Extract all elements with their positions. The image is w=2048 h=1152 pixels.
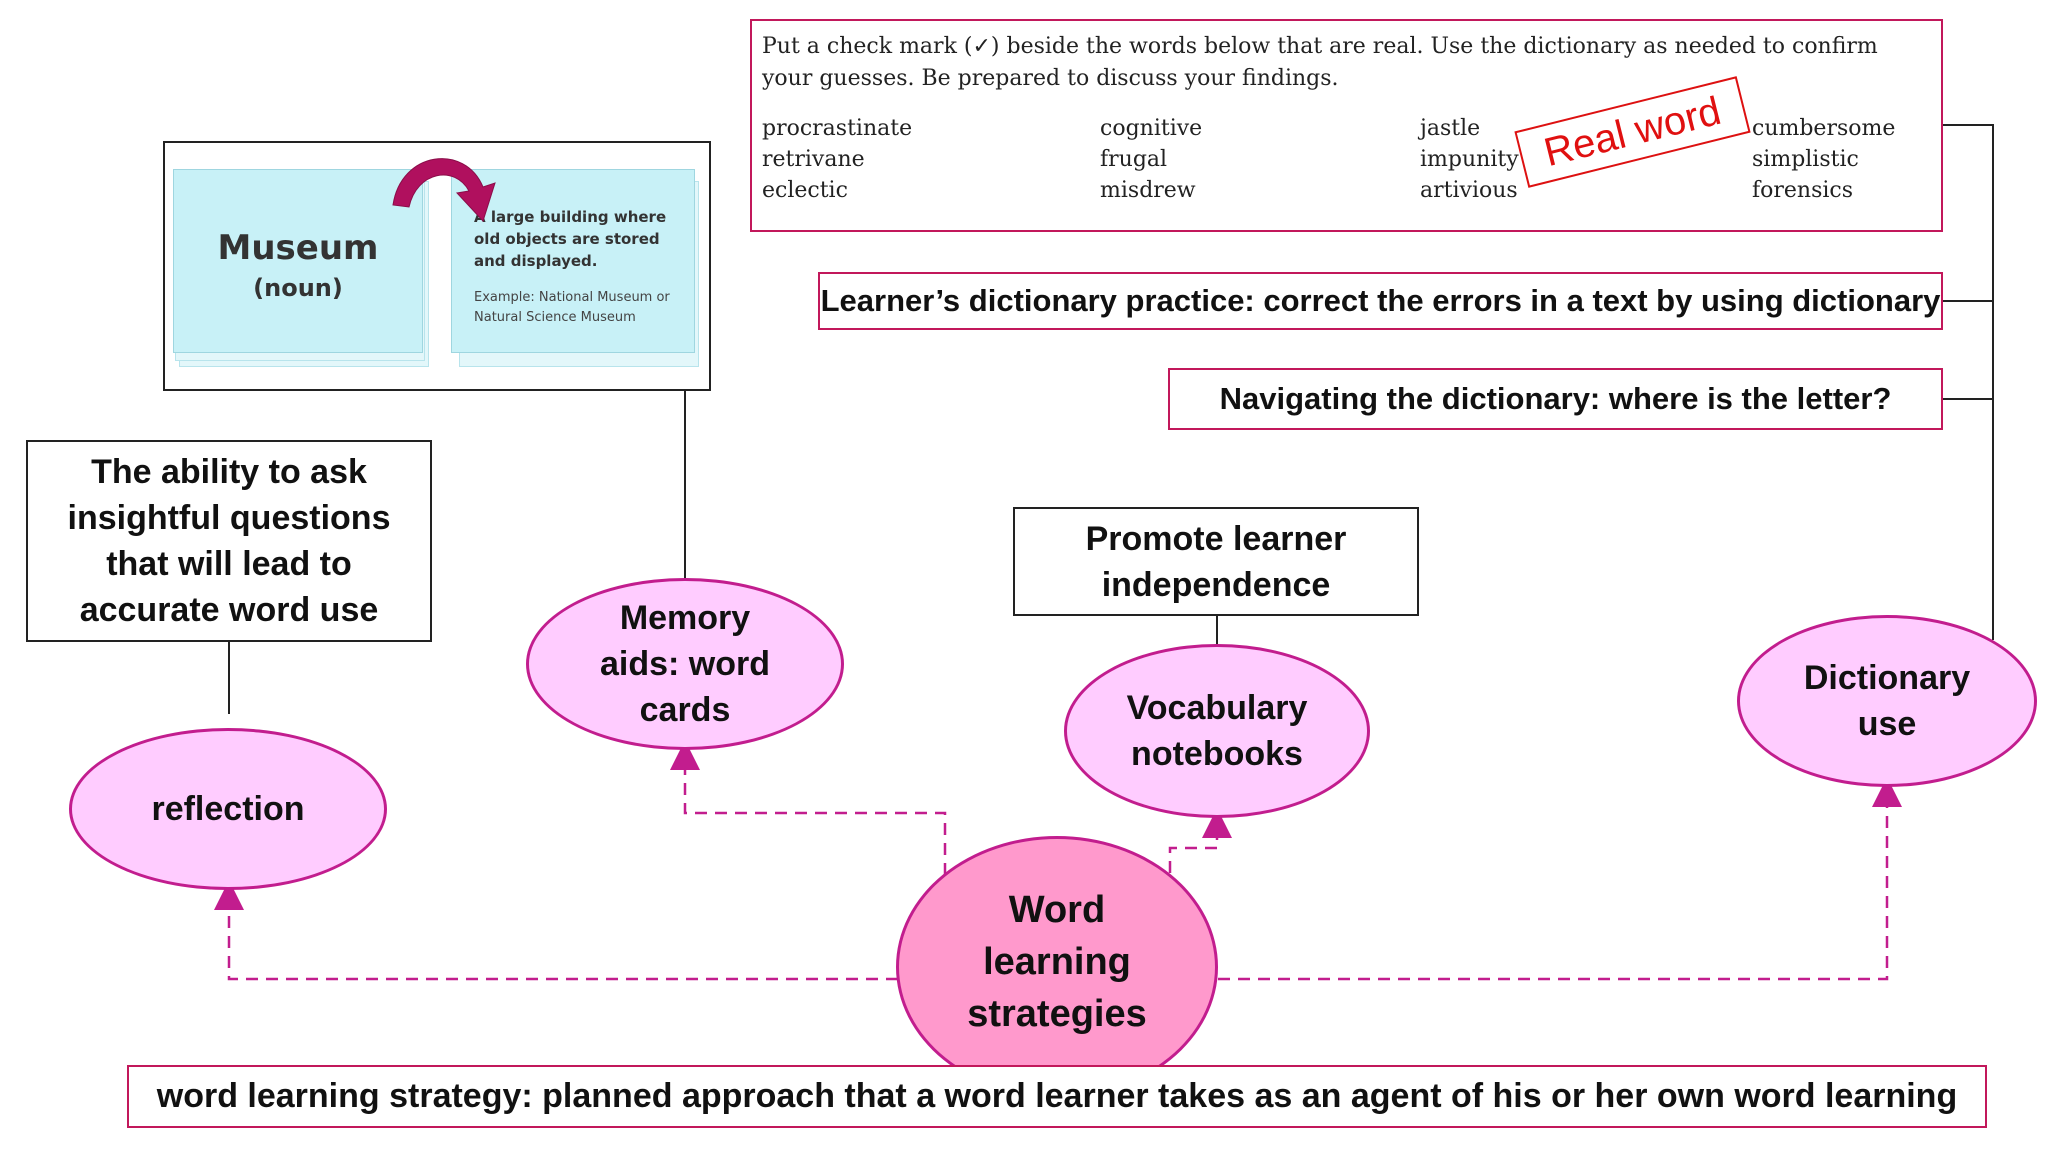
card-part-of-speech: (noun) xyxy=(253,274,343,302)
strategy-label: reflection xyxy=(151,790,305,828)
strategy-label-line: use xyxy=(1857,705,1917,743)
exercise-word: cumbersome xyxy=(1752,116,1896,141)
flip-arrow-icon xyxy=(392,158,496,222)
reflection-note-line: The ability to ask xyxy=(91,453,367,491)
card-definition: A large building where old objects are s… xyxy=(474,208,667,270)
exercise-instruction: Put a check mark (✓) beside the words be… xyxy=(762,34,1878,91)
center-label-line: strategies xyxy=(967,993,1147,1035)
center-label-line: Word xyxy=(1008,889,1106,931)
exercise-word: artivious xyxy=(1420,178,1518,203)
real-word-exercise: Put a check mark (✓) beside the words be… xyxy=(750,19,1943,232)
strategy-label-line: Vocabulary xyxy=(1126,689,1308,727)
word-column-4: cumbersome simplistic forensics xyxy=(1752,113,1895,206)
word-column-1: procrastinate retrivane eclectic xyxy=(762,113,912,206)
word-card-front: Museum (noun) xyxy=(173,169,423,353)
arrow-to-notebooks xyxy=(1168,808,1232,873)
strategy-label-line: notebooks xyxy=(1131,735,1303,773)
arrow-to-memory-aids xyxy=(670,740,947,875)
exercise-word: impunity xyxy=(1420,147,1519,172)
card-example: Example: National Museum or Natural Scie… xyxy=(474,290,670,325)
notebooks-note-line: Promote learner xyxy=(1085,519,1347,558)
arrow-to-dictionary xyxy=(1218,777,1902,981)
strategy-label-line: Memory xyxy=(619,599,751,637)
notebooks-note: Promote learner independence xyxy=(1013,507,1419,616)
center-word-learning-strategies: Word learning strategies xyxy=(896,836,1218,1098)
exercise-word: retrivane xyxy=(762,147,865,172)
definition-footer: word learning strategy: planned approach… xyxy=(127,1065,1987,1128)
reflection-note-line: insightful questions xyxy=(67,499,391,537)
exercise-word: cognitive xyxy=(1100,116,1203,141)
navigating-dictionary-note: Navigating the dictionary: where is the … xyxy=(1168,368,1943,430)
strategy-label-line: Dictionary xyxy=(1803,659,1971,697)
reflection-note: The ability to ask insightful questions … xyxy=(26,440,432,642)
reflection-note-line: that will lead to xyxy=(106,545,352,583)
card-word: Museum xyxy=(217,228,379,268)
arrow-to-reflection xyxy=(214,880,898,981)
exercise-word: jastle xyxy=(1420,116,1481,141)
center-label-line: learning xyxy=(983,941,1131,983)
strategy-label-line: aids: word xyxy=(599,645,771,683)
exercise-word: forensics xyxy=(1752,178,1854,203)
dictionary-practice-note: Learner’s dictionary practice: correct t… xyxy=(818,272,1943,330)
strategy-reflection: reflection xyxy=(69,728,387,890)
exercise-word: frugal xyxy=(1100,147,1168,172)
word-column-3: jastle impunity artivious xyxy=(1420,113,1519,206)
word-card-back: A large building where old objects are s… xyxy=(451,169,695,353)
reflection-note-line: accurate word use xyxy=(79,591,379,629)
exercise-word: simplistic xyxy=(1752,147,1859,172)
connector-dictionary-bracket xyxy=(1943,124,1994,640)
notebooks-note-line: independence xyxy=(1101,565,1331,604)
strategy-memory-aids: Memory aids: word cards xyxy=(526,578,844,750)
word-column-2: cognitive frugal misdrew xyxy=(1100,113,1202,206)
strategy-vocabulary-notebooks: Vocabulary notebooks xyxy=(1064,644,1370,818)
exercise-word: misdrew xyxy=(1100,178,1196,203)
exercise-word: eclectic xyxy=(762,178,848,203)
strategy-dictionary-use: Dictionary use xyxy=(1737,615,2037,787)
strategy-label-line: cards xyxy=(639,691,731,729)
word-card-image: Museum (noun) A large building where old… xyxy=(163,141,711,391)
exercise-word: procrastinate xyxy=(762,116,913,141)
